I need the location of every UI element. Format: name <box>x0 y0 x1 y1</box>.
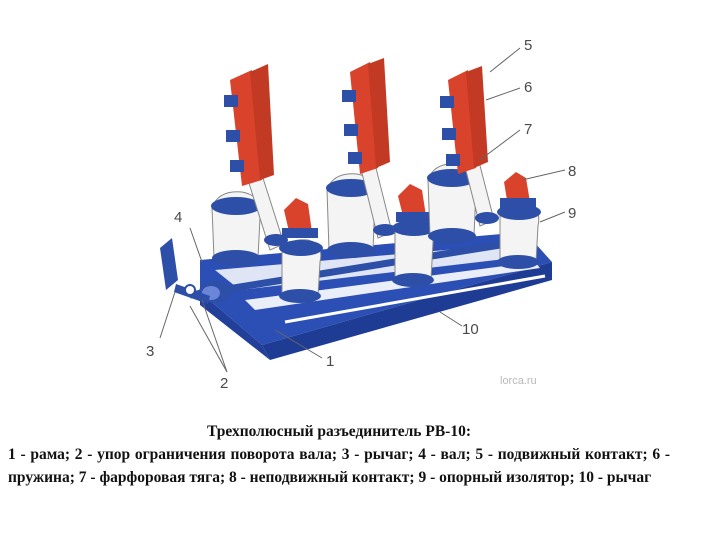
callout-9: 9 <box>568 205 576 222</box>
caption-title: Трехполюсный разъединитель РВ-10: <box>207 423 471 440</box>
callout-3: 3 <box>146 343 154 360</box>
callout-4: 4 <box>174 209 182 226</box>
callout-1: 1 <box>326 353 334 370</box>
figure-caption: Трехполюсный разъединитель РВ-10: 1 - ра… <box>8 420 670 489</box>
callout-7: 7 <box>524 121 532 138</box>
callout-2: 2 <box>220 375 228 392</box>
pole-3 <box>427 66 541 269</box>
callout-5: 5 <box>524 37 532 54</box>
callout-6: 6 <box>524 79 532 96</box>
callout-10: 10 <box>462 321 479 338</box>
callout-8: 8 <box>568 163 576 180</box>
watermark: lorca.ru <box>500 375 537 387</box>
leader-lines <box>159 47 566 373</box>
disconnector-illustration: 5 6 7 8 9 10 1 4 3 2 lorca.ru <box>146 37 576 392</box>
pole-1 <box>211 64 323 303</box>
end-lever <box>160 238 210 304</box>
caption-legend: 1 - рама; 2 - упор ограничения поворота … <box>8 446 670 486</box>
pole-2 <box>326 58 436 287</box>
